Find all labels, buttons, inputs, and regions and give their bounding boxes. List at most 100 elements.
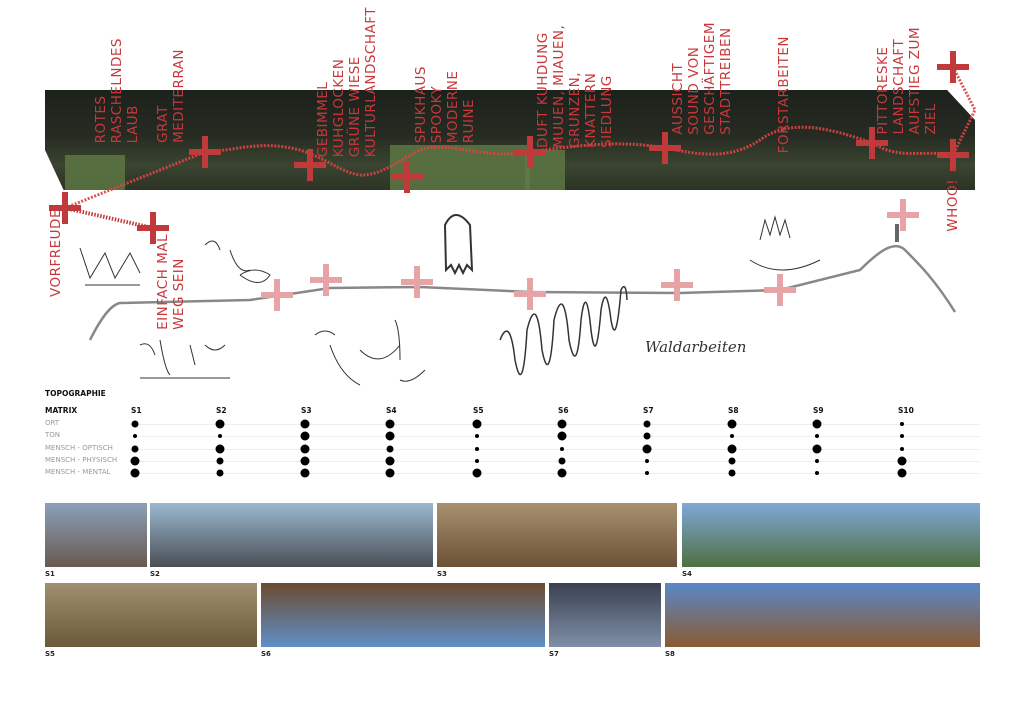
- matrix-column-label: S3: [301, 406, 312, 415]
- matrix-dot: [216, 457, 224, 465]
- route-marker: [391, 161, 423, 193]
- photo-label: S8: [665, 650, 675, 658]
- matrix-row-label: MENSCH - PHYSISCH: [45, 456, 118, 464]
- route-marker: [937, 51, 969, 83]
- matrix-dot: [812, 444, 822, 454]
- profile-marker: [661, 269, 693, 301]
- photo-label: S2: [150, 570, 160, 578]
- photo-strip: [682, 503, 980, 567]
- matrix-dot: [812, 419, 822, 429]
- matrix-dot: [900, 422, 904, 426]
- profile-marker: [401, 266, 433, 298]
- station-label: GEBIMMEL KUHGLOCKEN GRÜNE WIESE KULTURLA…: [315, 6, 379, 157]
- matrix-dot: [218, 434, 222, 438]
- matrix-row-line: [130, 473, 980, 474]
- matrix-dot: [130, 468, 140, 478]
- matrix-dot: [300, 468, 310, 478]
- matrix-dot: [216, 469, 224, 477]
- matrix-dot: [645, 471, 649, 475]
- matrix-column-label: S6: [558, 406, 569, 415]
- matrix-dot: [300, 444, 310, 454]
- matrix-column-label: S4: [386, 406, 397, 415]
- matrix-column-label: S2: [216, 406, 227, 415]
- photo-label: S4: [682, 570, 692, 578]
- matrix-column-label: S8: [728, 406, 739, 415]
- matrix-row-line: [130, 461, 980, 462]
- station-label: VORFREUDE: [48, 209, 64, 297]
- photo-strip: [150, 503, 433, 567]
- matrix-dot: [130, 456, 140, 466]
- ghost-sketch: [443, 214, 474, 276]
- route-marker: [937, 139, 969, 171]
- matrix-dot: [642, 444, 652, 454]
- route-marker: [189, 136, 221, 168]
- matrix-dot: [133, 434, 137, 438]
- matrix-row-label: ORT: [45, 419, 60, 427]
- matrix-dot: [897, 468, 907, 478]
- matrix-dot: [643, 432, 651, 440]
- route-marker: [649, 132, 681, 164]
- photo-label: S1: [45, 570, 55, 578]
- sketch-text-waldarbeiten: Waldarbeiten: [645, 338, 746, 356]
- matrix-dot: [815, 471, 819, 475]
- matrix-column-label: S9: [813, 406, 824, 415]
- matrix-row-line: [130, 436, 980, 437]
- matrix-dot: [475, 434, 479, 438]
- matrix-dot: [557, 468, 567, 478]
- photo-label: S7: [549, 650, 559, 658]
- station-label: DUFT KUHDUNG MUUEN, MIAUEN, GRUNZEN, KNA…: [535, 24, 615, 148]
- matrix-dot: [557, 431, 567, 441]
- station-label: ROTES RASCHELNDES LAUB: [93, 37, 141, 143]
- matrix-dot: [300, 431, 310, 441]
- matrix-dot: [385, 431, 395, 441]
- profile-marker: [310, 264, 342, 296]
- station-label: SPUKHAUS SPOOKY MODERNE RUINE: [413, 65, 477, 143]
- profile-marker: [887, 199, 919, 231]
- station-label: AUSSICHT SOUND VON GESCHÄFTIGEM STADTTRE…: [670, 22, 734, 135]
- photo-strip: [45, 583, 257, 647]
- matrix-dot: [472, 419, 482, 429]
- elevation-profile-line: [88, 244, 957, 341]
- aerial-map-strip: [45, 90, 975, 190]
- station-label: PITTORESKE LANDSCHAFT AUFSTIEG ZUM ZIEL: [875, 27, 939, 135]
- matrix-dot: [727, 419, 737, 429]
- matrix-dot: [643, 420, 651, 428]
- profile-marker: [261, 279, 293, 311]
- matrix-dot: [386, 445, 394, 453]
- station-label: FORSTARBEITEN: [776, 35, 792, 153]
- route-marker: [856, 127, 888, 159]
- matrix-row-line: [130, 424, 980, 425]
- station-label: EINFACH MAL WEG SEIN: [155, 234, 187, 330]
- matrix-dot: [815, 459, 819, 463]
- matrix-row-label: MENSCH - OPTISCH: [45, 444, 113, 452]
- route-marker: [49, 192, 81, 224]
- matrix-dot: [730, 434, 734, 438]
- section-title: TOPOGRAPHIE: [45, 389, 106, 398]
- photo-label: S5: [45, 650, 55, 658]
- matrix-row-line: [130, 449, 980, 450]
- matrix-dot: [300, 419, 310, 429]
- matrix-dot: [385, 468, 395, 478]
- route-path: [64, 66, 977, 210]
- photo-strip: [437, 503, 677, 567]
- matrix-dot: [900, 447, 904, 451]
- photo-strip: [549, 583, 661, 647]
- waveform-sketch: [499, 285, 628, 376]
- station-label: WHOO!: [945, 179, 961, 232]
- matrix-dot: [560, 447, 564, 451]
- matrix-column-label: S7: [643, 406, 654, 415]
- route-marker: [514, 136, 546, 168]
- matrix-dot: [475, 447, 479, 451]
- sketches: [79, 214, 821, 386]
- photo-label: S6: [261, 650, 271, 658]
- photo-strip: [45, 503, 147, 567]
- matrix-dot: [645, 459, 649, 463]
- profile-marker: [764, 274, 796, 306]
- matrix-dot: [815, 434, 819, 438]
- matrix-row-label: TON: [45, 431, 61, 439]
- matrix-dot: [557, 419, 567, 429]
- matrix-dot: [215, 419, 225, 429]
- matrix-dot: [215, 444, 225, 454]
- matrix-dot: [900, 434, 904, 438]
